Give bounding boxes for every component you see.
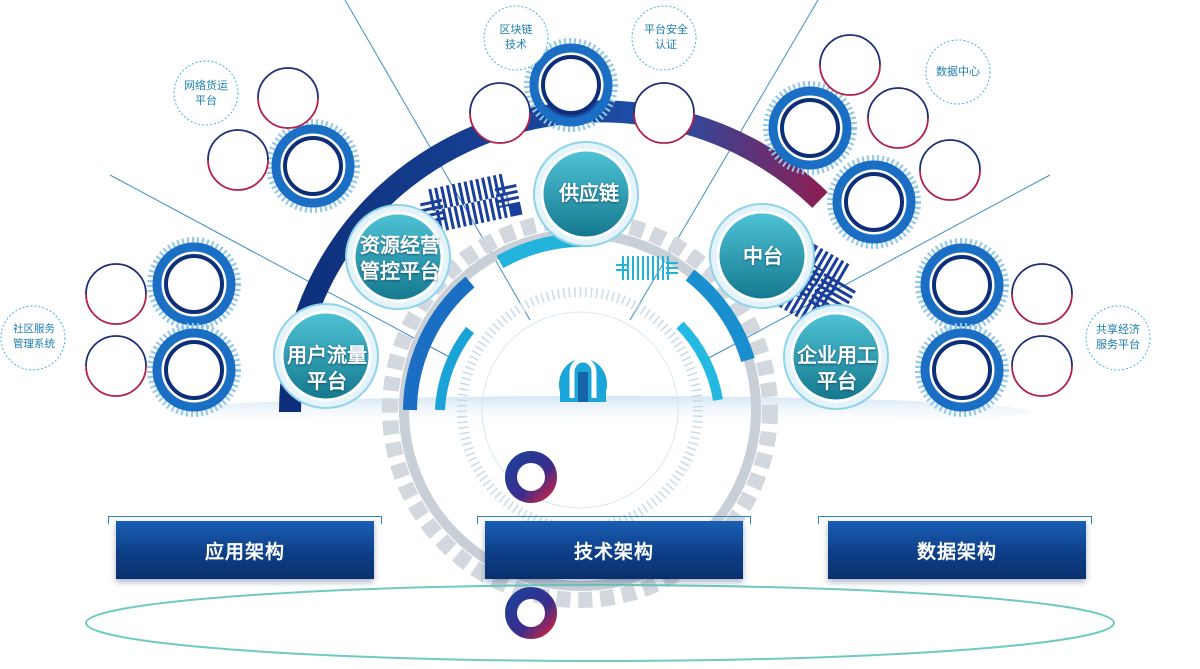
ring-core (543, 57, 599, 113)
data-architecture-bar: 数据架构 (828, 521, 1086, 579)
hub-supply-chain: 供应链 (534, 180, 644, 206)
label-data-center: 数据中心 (920, 64, 996, 79)
outline-ring (634, 83, 694, 143)
blue-ring (511, 593, 551, 633)
gradient-ring (511, 593, 551, 633)
label-sharing-economy: 共享经济 服务平台 (1080, 322, 1156, 352)
center-logo (559, 359, 607, 402)
inner-arc-segment (680, 325, 718, 400)
hub-resource-platform: 资源经营 管控平台 (345, 232, 455, 284)
outline-ring (920, 140, 980, 200)
blue-ring (150, 326, 238, 414)
outline-ring (868, 88, 928, 148)
outline-ring (470, 83, 530, 143)
label-community-service: 社区服务 管理系统 (0, 322, 72, 352)
blue-ring (918, 241, 1006, 329)
ring-core (846, 174, 902, 230)
outline-ring (258, 68, 318, 128)
gradient-ring (511, 457, 551, 497)
outline-ring (86, 336, 146, 396)
ring-core (934, 342, 990, 398)
outline-ring (820, 35, 880, 95)
ring-core (285, 138, 341, 194)
outline-ring (208, 130, 268, 190)
hub-middle-platform: 中台 (708, 243, 818, 269)
blue-ring (511, 457, 551, 497)
outline-ring (1012, 336, 1072, 396)
outline-ring (1012, 264, 1072, 324)
label-platform-security: 平台安全 认证 (628, 22, 704, 52)
outline-ring (86, 264, 146, 324)
blue-ring (918, 326, 1006, 414)
hub-enterprise-work-platform: 企业用工 平台 (782, 342, 892, 394)
stripe-accent (431, 184, 510, 221)
ring-core (166, 342, 222, 398)
hub-user-traffic-platform: 用户流量 平台 (272, 342, 382, 394)
blue-ring (150, 240, 238, 328)
label-network-freight: 网络货运 平台 (168, 78, 244, 108)
blue-ring (830, 158, 918, 246)
stripe-accent (622, 262, 672, 274)
ring-core (782, 100, 838, 156)
application-architecture-bar: 应用架构 (116, 521, 374, 579)
blue-ring (269, 122, 357, 210)
label-blockchain: 区块链 技术 (478, 22, 554, 52)
ring-core (166, 256, 222, 312)
ring-core (934, 257, 990, 313)
technology-architecture-bar: 技术架构 (485, 521, 743, 579)
